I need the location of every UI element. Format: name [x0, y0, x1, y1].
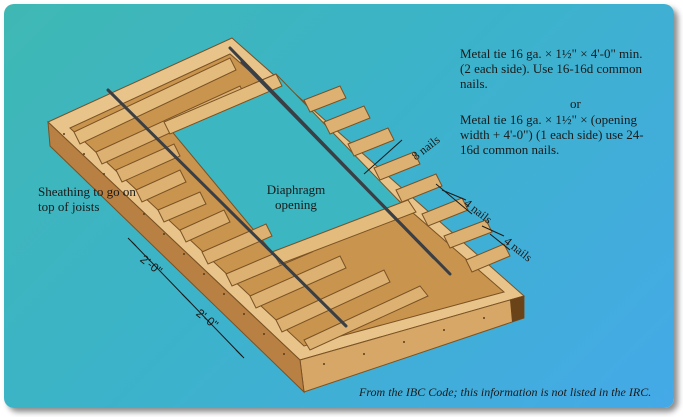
floor-framing-drawing: [47, 37, 526, 394]
dimension-lines: [127, 237, 245, 359]
diagram-card: Metal tie 16 ga. × 1½" × 4'-0" min. (2 e…: [4, 4, 674, 408]
cross-joists: [73, 57, 511, 351]
diaphragm-opening-label: Diaphragm opening: [266, 182, 326, 212]
rim-left-face: [47, 120, 305, 394]
joist-frame: [47, 37, 526, 394]
tie-note-1: Metal tie 16 ga. × 1½" × 4'-0" min. (2 e…: [460, 46, 643, 91]
tie-note-2: Metal tie 16 ga. × 1½" × (opening width …: [460, 112, 644, 157]
metal-strap-ties: [106, 46, 452, 328]
nail-dots: [63, 133, 485, 365]
rim-end-cap: [510, 296, 524, 322]
nail-callouts: [363, 139, 511, 251]
sheathing-label: Sheathing to go on top of joists: [38, 184, 136, 214]
or-separator: or: [570, 96, 581, 111]
source-caption: From the IBC Code; this information is n…: [359, 385, 652, 399]
